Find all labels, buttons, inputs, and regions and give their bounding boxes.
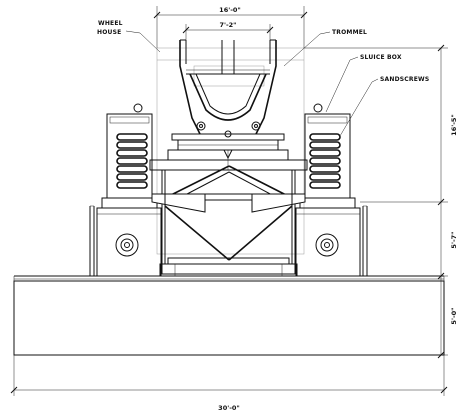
right-middle-dimension-label: 5'-7" (450, 231, 458, 248)
sandscrews-leader (339, 78, 379, 137)
top-inner-dimension-label: 7'-2" (219, 21, 236, 29)
sluice-box (167, 133, 289, 170)
wheel-house-label-line1: WHEEL (98, 20, 123, 27)
left-sandscrew-coil (116, 133, 148, 189)
right-wheel (315, 233, 339, 257)
right-upper-dimension-label: 16'-5" (450, 114, 458, 136)
top-dimension-overall (153, 6, 308, 48)
right-lower-dimension-label: 5'-0" (450, 307, 458, 324)
sandscrews-label: SANDSCREWS (380, 76, 429, 83)
wheel-house-leader (125, 30, 161, 53)
left-roller (133, 103, 143, 113)
top-dimension-inner (182, 24, 274, 40)
base-platform (13, 275, 445, 356)
central-frame (149, 159, 308, 277)
bottom-overall-dimension-label: 30'-0" (218, 404, 240, 412)
left-sandscrew-tower (89, 103, 162, 277)
wheel-house-outline (156, 47, 305, 255)
right-sandscrew-tower (295, 103, 368, 277)
right-sandscrew-coil (309, 133, 341, 189)
right-dimension-chain (304, 44, 448, 359)
right-roller (313, 103, 323, 113)
sluice-box-label: SLUICE BOX (360, 54, 402, 61)
trommel-hopper (179, 39, 277, 138)
sluice-box-leader (325, 56, 359, 113)
left-wheel (115, 233, 139, 257)
trommel-label: TROMMEL (332, 29, 367, 36)
wheel-house-label-line2: HOUSE (97, 29, 121, 36)
bottom-dimension (10, 355, 448, 396)
top-overall-dimension-label: 16'-0" (219, 6, 241, 14)
trommel-leader (283, 31, 331, 67)
